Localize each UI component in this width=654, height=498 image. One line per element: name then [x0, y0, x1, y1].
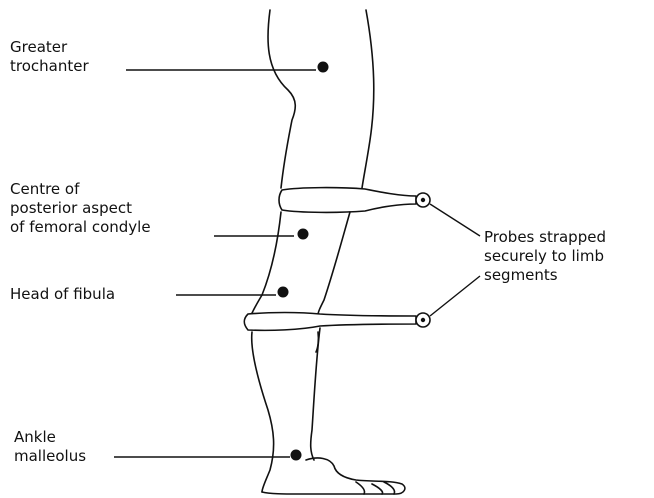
label-line: trochanter — [10, 57, 89, 76]
ankle-malleolus-marker — [291, 450, 302, 461]
label-ankle-malleolus: Ankle malleolus — [14, 428, 86, 466]
label-line: Probes strapped — [484, 228, 606, 247]
fibula-head-marker — [278, 287, 289, 298]
label-line: Greater — [10, 38, 89, 57]
thigh-outline — [268, 10, 295, 188]
shank-front-outline — [252, 332, 274, 492]
label-head-of-fibula: Head of fibula — [10, 285, 115, 304]
label-line: malleolus — [14, 447, 86, 466]
label-line: Ankle — [14, 428, 86, 447]
thigh-probe-center — [421, 198, 425, 202]
label-greater-trochanter: Greater trochanter — [10, 38, 89, 76]
shank-back-outline — [311, 328, 320, 460]
foot-outline — [262, 458, 405, 494]
label-line: Head of fibula — [10, 285, 115, 304]
shank-strap — [244, 313, 416, 331]
label-femoral-condyle: Centre of posterior aspect of femoral co… — [10, 180, 151, 237]
femoral-condyle-marker — [298, 229, 309, 240]
label-probes: Probes strapped securely to limb segment… — [484, 228, 606, 285]
probe-leader-upper — [430, 204, 480, 236]
knee-crease — [316, 332, 318, 352]
label-line: securely to limb — [484, 247, 606, 266]
knee-front-outline — [250, 212, 281, 318]
label-line: posterior aspect — [10, 199, 151, 218]
shank-probe-center — [421, 318, 425, 322]
label-line: of femoral condyle — [10, 218, 151, 237]
thigh-back-outline — [362, 10, 374, 188]
label-line: segments — [484, 266, 606, 285]
label-line: Centre of — [10, 180, 151, 199]
probe-leader-lower — [430, 276, 480, 316]
greater-trochanter-marker — [318, 62, 329, 73]
thigh-strap — [279, 188, 416, 213]
knee-back-outline — [318, 212, 350, 315]
toes-outline — [356, 482, 395, 494]
